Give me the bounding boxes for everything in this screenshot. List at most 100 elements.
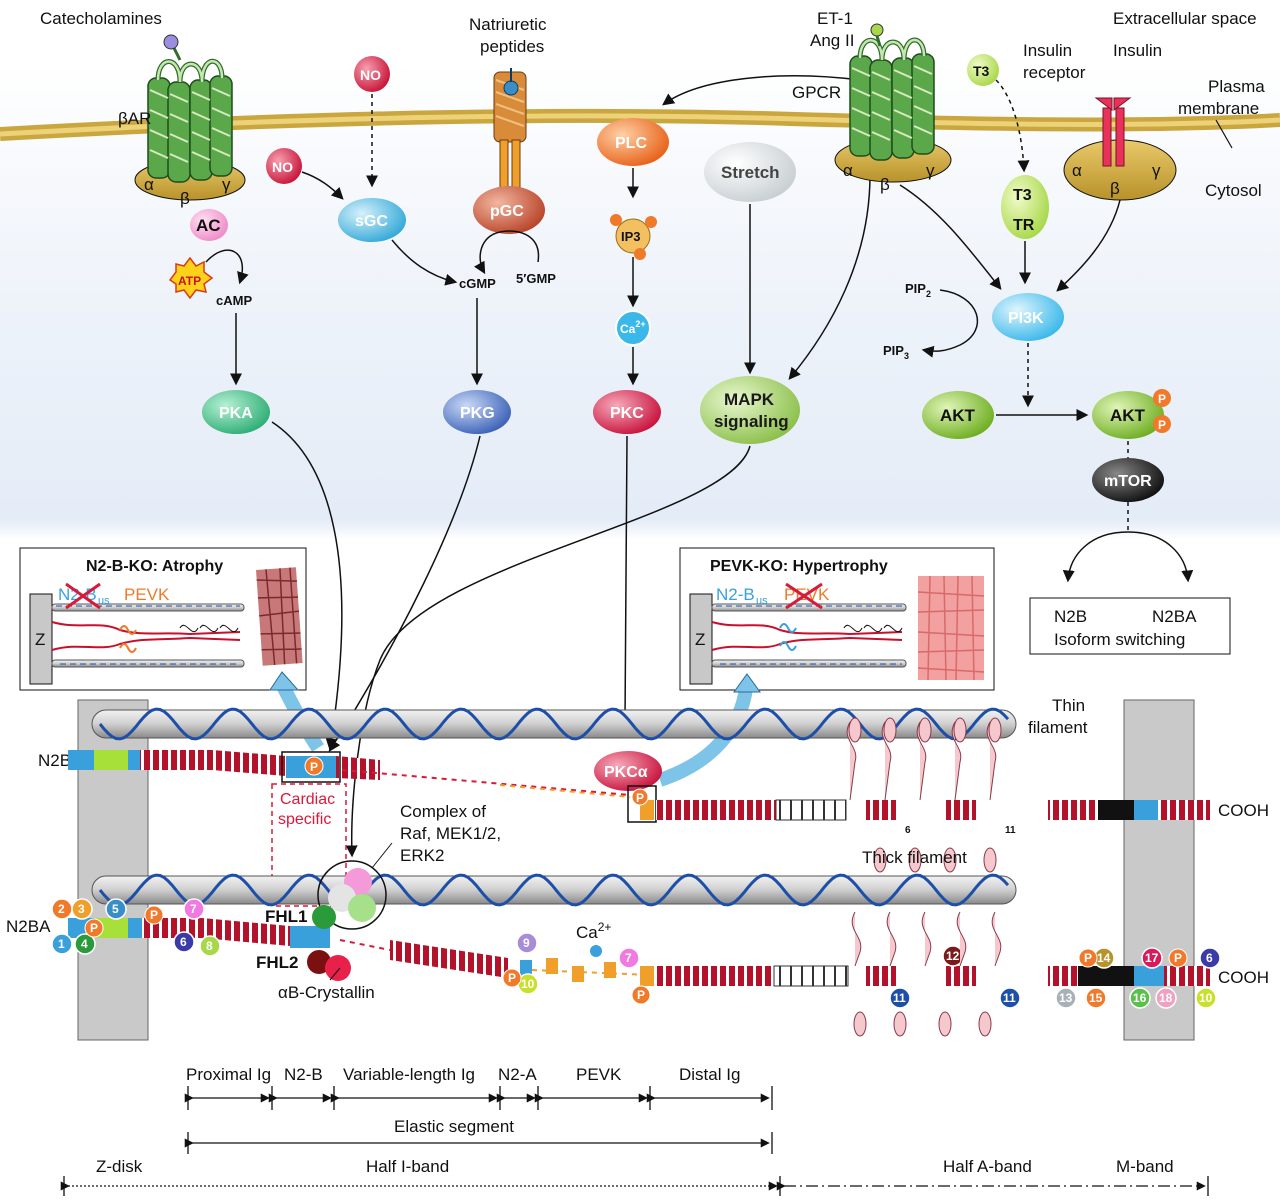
complex-line3: ERK2 [400,846,444,865]
pgc-label: pGC [490,203,524,220]
pip3-label: PIP3 [883,343,909,361]
phospho-p-label: P [1174,951,1182,965]
site-4-marker [74,933,96,955]
akt-p2-label: P [1158,418,1166,432]
ac-node [190,209,228,241]
scale-pevk: PEVK [576,1065,622,1084]
akt-label: AKT [940,406,976,425]
gmp5-label: 5′GMP [516,271,556,286]
complex-line2: Raf, MEK1/2, [400,824,501,843]
atrophy-title: N2-B-KO: Atrophy [86,558,223,575]
pip2-label: PIP2 [905,281,931,299]
n2b-titin-label: N2B [38,751,71,770]
atrophy-inset: N2-B-KO: Atrophy Z N2-B us PEVK [19,547,307,691]
sgc-node [338,198,406,242]
pkca-node [594,751,662,791]
site-11-marker [889,987,911,1009]
bar-alpha: α [144,175,154,194]
gpcr-to-mapk-arrow [788,174,871,380]
atrophy-us: us [98,595,110,607]
site-11-top: 11 [1005,825,1016,836]
site-15-marker [1085,987,1107,1009]
hypertrophy-inset: PEVK-KO: Hypertrophy Z N2-B us PEVK [679,547,995,691]
site-1-marker [51,933,73,955]
t3-node [967,54,999,86]
scale-region-labels: Proximal Ig N2-B Variable-length Ig N2-A… [186,1065,740,1084]
stretch-label: Stretch [721,163,780,182]
plasma-membrane-label-line2: membrane [1178,99,1259,118]
pkca-label: PKCα [604,764,648,781]
pkg-label: PKG [460,405,495,422]
site-1-label: 1 [58,937,65,951]
site-6-marker [1199,947,1221,969]
complex-line1: Complex of [400,802,486,821]
no-node-left [266,148,302,184]
isoform-box [1029,597,1231,655]
cgmp-label: cGMP [459,276,496,291]
site-13-label: 13 [1059,991,1073,1005]
site-11-marker [999,987,1021,1009]
site-10-marker [1195,987,1217,1009]
cardiac-specific-box [271,783,347,907]
site-17-label: 17 [1145,951,1159,965]
ins-gamma: γ [1152,161,1161,180]
akt-p-node [1092,391,1164,439]
mtor-node [1092,458,1164,502]
site-11-label: 11 [1003,991,1016,1005]
scale-n2b: N2-B [284,1065,323,1084]
gpcr-gamma: γ [926,161,935,180]
site-7-marker [183,898,205,920]
beta-ar-receptor [134,34,246,201]
scale-region-arrows [60,1086,1209,1196]
phospho-p-marker [144,905,164,925]
plc-node [597,118,669,166]
thin-label-line2: filament [1028,718,1088,737]
gmp-loop-arrow [474,230,540,275]
gpcr-label: GPCR [792,83,841,102]
t3-tr-node [1001,175,1049,239]
cardiac-label-line2: specific [278,811,331,828]
site-18-marker [1155,987,1177,1009]
phospho-p-marker [502,968,522,988]
isoform-n2ba: N2BA [1152,607,1197,626]
akt-p1-label: P [1158,392,1166,406]
site-2-label: 2 [58,902,65,916]
svg-text:IP3: IP3 [621,229,641,244]
n2b-titin: P [68,750,380,783]
pka-node [202,390,270,434]
scale-distal: Distal Ig [679,1065,740,1084]
site-16-marker [1129,987,1151,1009]
gpcr-receptor [834,23,952,183]
sgc-label: sGC [355,213,388,230]
sarc-ca-dot [590,945,602,957]
n2b-dash-red [341,769,631,796]
svg-text:P: P [310,760,318,774]
atrophy-blue-arrowhead [269,671,300,691]
raf-mek-erk-complex [317,860,387,930]
thin-filament-bottom [91,875,1017,905]
isoform-switching: Isoform switching [1054,630,1185,649]
site-4-label: 4 [81,937,88,951]
crystallin-pointer [329,967,341,981]
atrophy-z: Z [35,630,45,649]
t3-tr-label-top: T3 [1013,187,1032,204]
site-7-marker [618,947,640,969]
pkc-to-thin-arrow [619,435,632,723]
n2ba-dash-red [339,939,391,951]
svg-text:P: P [636,791,644,805]
phospho-p-marker [1168,948,1188,968]
site-6-top: 6 [905,825,911,836]
pi3k-label: PI3K [1008,310,1044,327]
phospho-p-label: P [150,908,158,922]
thin-filament-top [91,709,1017,739]
mapk-label-line1: MAPK [724,390,775,409]
site-13-marker [1055,987,1077,1009]
ca-label: Ca2+ [620,319,646,336]
hyper-n2bus: N2-B [716,585,755,604]
n2b-distal-titin: P [627,785,1210,823]
hyper-blue-arrowhead [733,673,761,693]
membrane-pointer [1215,119,1233,149]
